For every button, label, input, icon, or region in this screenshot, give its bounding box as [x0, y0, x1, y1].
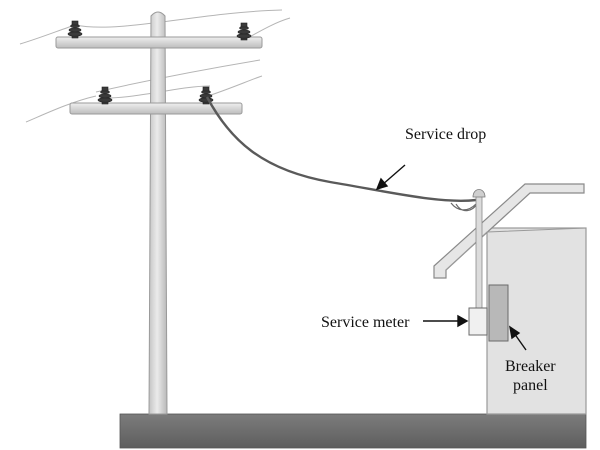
- insulator-icon: [67, 20, 83, 39]
- house-roof: [433, 183, 585, 279]
- service-drop-label: Service drop: [405, 126, 487, 143]
- callout-arrows: [375, 164, 527, 351]
- breaker-panel-label-line1: Breaker: [505, 358, 556, 375]
- service-drop-drip-loop: [450, 202, 479, 212]
- upper-crossarm: [55, 36, 263, 49]
- insulator-icon: [236, 22, 252, 41]
- breaker-panel: [488, 284, 509, 342]
- utility-pole: [55, 11, 263, 415]
- insulator-icon: [97, 86, 113, 105]
- arrow-icon: [423, 314, 469, 328]
- arrow-icon: [375, 164, 406, 191]
- service-drop-cable: [205, 96, 477, 202]
- breaker-panel-label: Breaker panel: [505, 357, 556, 395]
- insulator-icon: [198, 86, 214, 105]
- arrow-icon: [509, 325, 527, 351]
- roof-fascia: [445, 227, 587, 271]
- lower-crossarm: [69, 102, 243, 115]
- service-meter-label: Service meter: [321, 314, 410, 331]
- service-meter: [468, 307, 488, 336]
- ground: [119, 413, 587, 449]
- breaker-panel-label-line2: panel: [512, 377, 548, 394]
